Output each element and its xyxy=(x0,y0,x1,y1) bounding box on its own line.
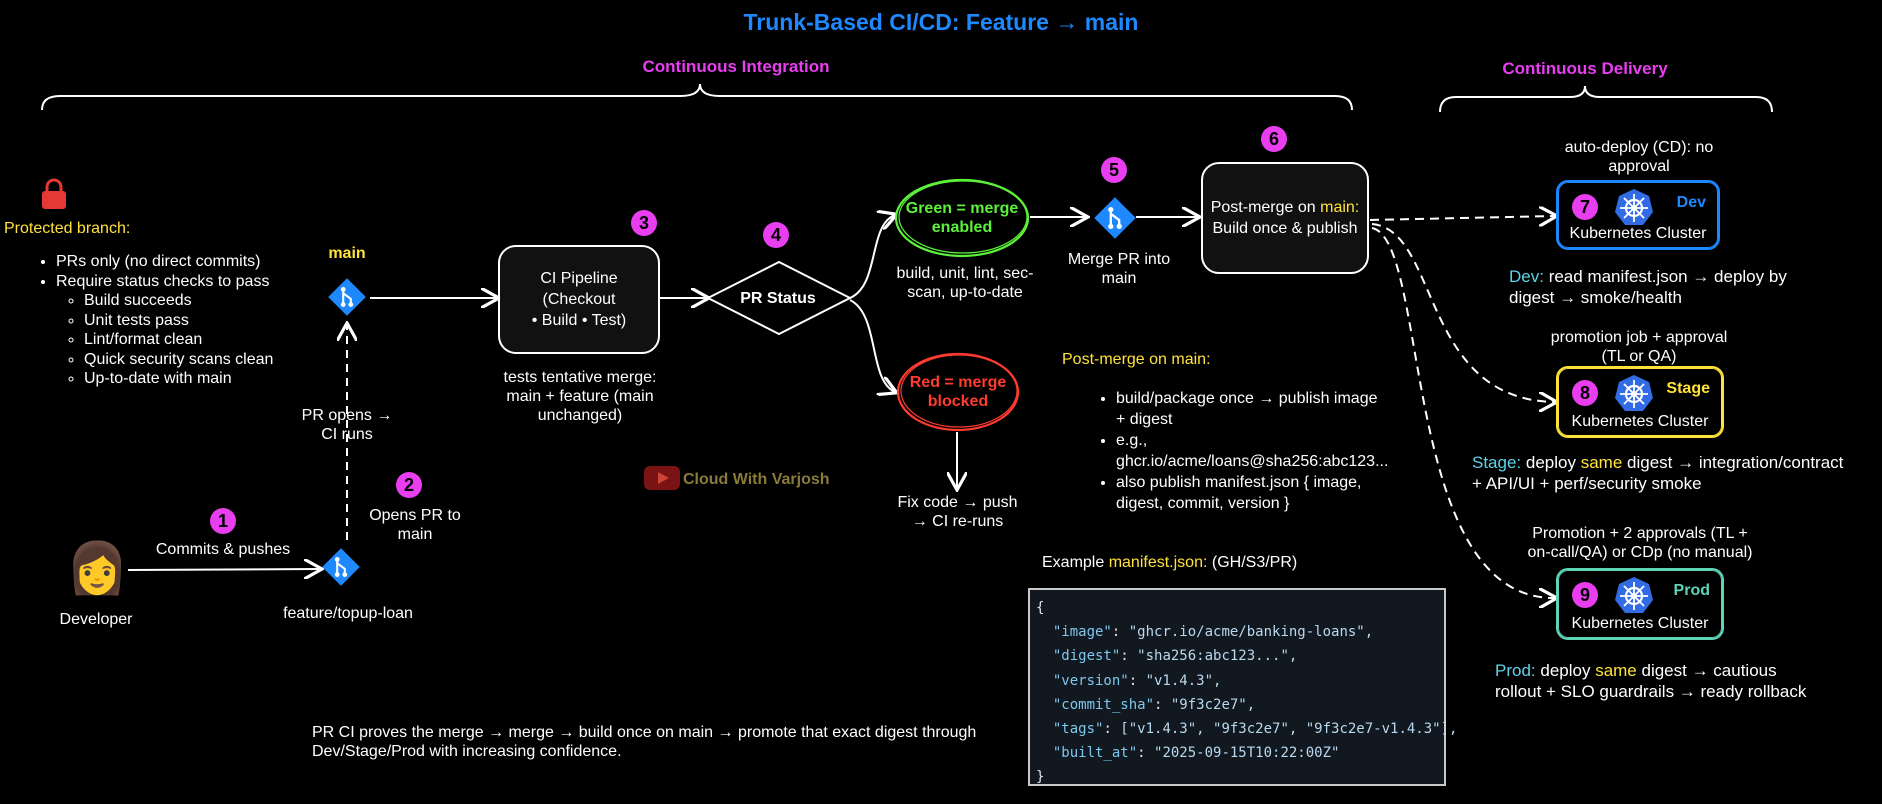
watermark-label: Cloud With Varjosh xyxy=(683,471,830,488)
rule-subitem: Up-to-date with main xyxy=(84,369,364,389)
main-branch-git-icon xyxy=(328,278,366,316)
merge-git-icon xyxy=(1094,197,1136,239)
stage-cluster: 8 Stage Kubernetes Cluster xyxy=(1556,366,1724,438)
green-checks-note: build, unit, lint, sec-scan, up-to-date xyxy=(896,265,1034,301)
cd-brace xyxy=(1439,85,1773,113)
rule-subitem: Lint/format clean xyxy=(84,330,364,350)
code-line: "built_at": "2025-09-15T10:22:00Z" xyxy=(1052,745,1340,762)
step-3-badge: 3 xyxy=(631,210,657,236)
protected-branch-rules: PRs only (no direct commits) Require sta… xyxy=(34,252,364,389)
code-line: } xyxy=(1036,769,1045,786)
kubernetes-icon xyxy=(1615,577,1653,613)
code-line: "image": "ghcr.io/acme/banking-loans", xyxy=(1052,624,1374,641)
protected-branch-title: Protected branch: xyxy=(4,220,131,237)
ci-brace xyxy=(41,83,1353,111)
dev-cluster-label: Kubernetes Cluster xyxy=(1569,225,1707,242)
kubernetes-icon xyxy=(1615,375,1653,411)
code-line: "commit_sha": "9f3c2e7", xyxy=(1052,696,1256,713)
stage-trigger-label: promotion job + approval(TL or QA) xyxy=(1550,329,1728,365)
post-merge-list: build/package once → publish image+ dige… xyxy=(1094,388,1434,514)
arrow-to-prod xyxy=(1371,227,1555,598)
rule-subitem: Quick security scans clean xyxy=(84,350,364,370)
manifest-code-block: { "image": "ghcr.io/acme/banking-loans",… xyxy=(1028,588,1458,786)
stage-cluster-label: Kubernetes Cluster xyxy=(1571,413,1709,430)
arrow-to-stage xyxy=(1371,223,1555,402)
pr-status-label: PR Status xyxy=(740,290,816,307)
commits-pushes-label: Commits & pushes xyxy=(155,541,291,558)
post-merge-box: Post-merge on main:Build once & publish xyxy=(1201,162,1369,274)
code-line: { xyxy=(1036,600,1045,616)
code-line: "version": "v1.4.3", xyxy=(1052,672,1222,689)
fix-code-label: Fix code → push→ CI re-runs xyxy=(897,494,1018,530)
pr-status-diamond xyxy=(705,260,853,336)
green-ellipse xyxy=(894,178,1030,258)
kubernetes-icon xyxy=(1615,189,1653,225)
code-line: "digest": "sha256:abc123...", xyxy=(1052,648,1298,665)
post-merge-item: e.g.,ghcr.io/acme/loans@sha256:abc123... xyxy=(1116,430,1434,472)
post-merge-item: also publish manifest.json { image,diges… xyxy=(1116,472,1434,514)
stage-env-label: Stage xyxy=(1666,380,1710,397)
rule-item: PRs only (no direct commits) xyxy=(56,252,364,272)
ci-section-label: Continuous Integration xyxy=(642,57,830,76)
diagram-title: Trunk-Based CI/CD: Feature → main xyxy=(743,9,1139,35)
prod-cluster-label: Kubernetes Cluster xyxy=(1571,615,1709,632)
ci-pipeline-box: CI Pipeline (Checkout• Build • Test) xyxy=(498,245,660,354)
step-6-badge: 6 xyxy=(1261,126,1287,152)
arrow-status-red xyxy=(849,299,895,392)
post-merge-title: Post-merge on main: xyxy=(1062,351,1211,368)
prod-trigger-label: Promotion + 2 approvals (TL +on-call/QA)… xyxy=(1527,525,1753,561)
rule-subitem: Unit tests pass xyxy=(84,311,364,331)
step-7-badge: 7 xyxy=(1572,194,1598,220)
main-branch-label: main xyxy=(328,245,366,262)
prod-env-label: Prod xyxy=(1673,582,1710,599)
step-9-badge: 9 xyxy=(1572,582,1598,608)
step-2-badge: 2 xyxy=(396,472,422,498)
prod-cluster: 9 Prod Kubernetes Cluster xyxy=(1556,568,1724,640)
step-8-badge: 8 xyxy=(1572,380,1598,406)
step-1-badge: 1 xyxy=(210,508,236,534)
rule-subitem: Build succeeds xyxy=(84,291,364,311)
post-merge-item: build/package once → publish image+ dige… xyxy=(1116,388,1434,430)
step-4-badge: 4 xyxy=(763,222,789,248)
dev-env-label: Dev xyxy=(1676,194,1706,211)
lock-icon xyxy=(42,178,66,209)
youtube-logo-icon xyxy=(644,466,680,490)
stage-description: Stage: deploy same digest → integration/… xyxy=(1472,453,1844,493)
dev-cluster: 7 Dev Kubernetes Cluster xyxy=(1556,180,1720,250)
arrow-to-dev xyxy=(1369,216,1555,220)
cd-section-label: Continuous Delivery xyxy=(1502,59,1668,78)
pr-opens-label: PR opens →CI runs xyxy=(301,407,393,443)
developer-label: Developer xyxy=(59,611,133,628)
developer-avatar-icon: 👩 xyxy=(66,540,129,596)
rule-item: Require status checks to pass Build succ… xyxy=(56,272,364,389)
feature-branch-label: feature/topup-loan xyxy=(283,605,413,622)
code-line: "tags": ["v1.4.3", "9f3c2e7", "9f3c2e7-v… xyxy=(1052,721,1458,738)
manifest-caption: Example manifest.json: (GH/S3/PR) xyxy=(1042,554,1298,571)
arrow-status-green xyxy=(849,215,895,299)
arrow-commit xyxy=(127,569,320,570)
feature-branch-git-icon xyxy=(322,548,360,586)
footer-summary: PR CI proves the merge → merge → build o… xyxy=(312,724,977,760)
red-ellipse xyxy=(896,352,1020,432)
ci-pipeline-note: tests tentative merge:main + feature (ma… xyxy=(503,369,657,424)
step-5-badge: 5 xyxy=(1101,157,1127,183)
